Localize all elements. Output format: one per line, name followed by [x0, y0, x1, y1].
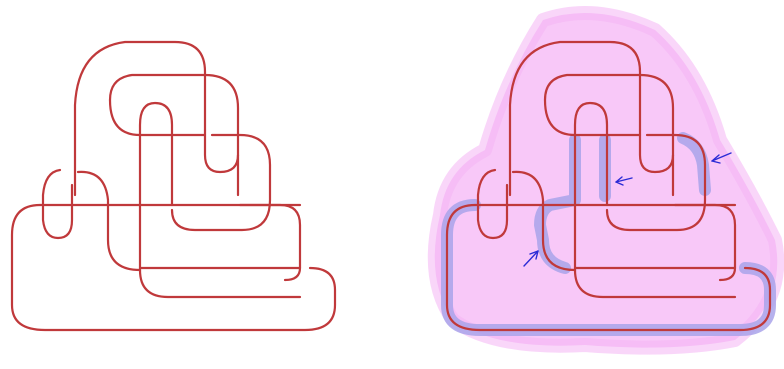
knot-strand-left-loop-b: [78, 172, 140, 270]
left-knot-diagram: [12, 42, 335, 330]
knot-strand-center-bridge: [140, 103, 172, 270]
left-knot-panel: [12, 42, 335, 330]
knot-strand-right-hump: [172, 135, 270, 230]
right-knot-panel: [435, 13, 777, 348]
knot-strand-lower-inner: [140, 270, 300, 297]
knot-strand-hook-down: [110, 100, 205, 135]
knot-strand-small-loop: [205, 130, 238, 172]
